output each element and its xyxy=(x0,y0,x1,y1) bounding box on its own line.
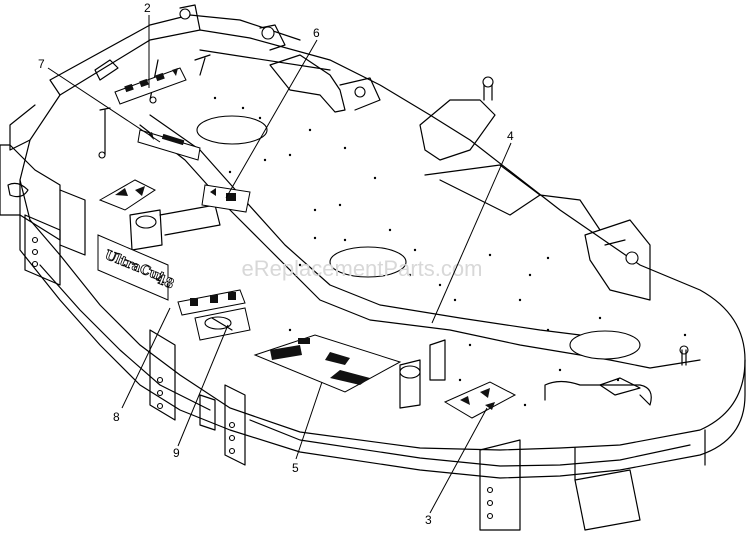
rear-frame xyxy=(9,4,331,159)
decal-5 xyxy=(253,334,402,393)
belt-cover-and-brackets xyxy=(269,54,651,301)
leader-4 xyxy=(431,142,512,324)
callout-leaders xyxy=(47,15,512,514)
callout-label-9: 9 xyxy=(173,446,180,460)
callout-label-6: 6 xyxy=(313,26,320,40)
leader-6 xyxy=(225,39,318,199)
leader-7 xyxy=(47,67,161,143)
callout-label-8: 8 xyxy=(113,410,120,424)
decal-left-warning xyxy=(98,179,156,211)
leader-3 xyxy=(429,407,488,514)
callout-label-7: 7 xyxy=(38,57,45,71)
decal-9 xyxy=(177,289,251,341)
watermark-text: eReplacementParts.com xyxy=(242,256,483,281)
left-hitch-brackets xyxy=(0,144,641,531)
left-posts xyxy=(129,204,446,409)
decal-6 xyxy=(201,184,251,213)
decal-3 xyxy=(443,381,517,419)
leader-8 xyxy=(121,307,171,409)
leader-9 xyxy=(177,324,229,447)
deck-size-text: 48 xyxy=(154,272,176,293)
right-rear-handle xyxy=(544,345,689,406)
spindle-openings xyxy=(196,115,641,360)
decal-2 xyxy=(114,67,187,105)
callout-label-3: 3 xyxy=(425,513,432,527)
fastener-dots xyxy=(213,96,687,407)
callout-numbers: 2 7 6 4 8 9 5 3 xyxy=(38,1,514,527)
leader-5 xyxy=(295,381,323,460)
callout-label-4: 4 xyxy=(507,129,514,143)
callout-label-5: 5 xyxy=(292,461,299,475)
callout-label-2: 2 xyxy=(144,1,151,15)
